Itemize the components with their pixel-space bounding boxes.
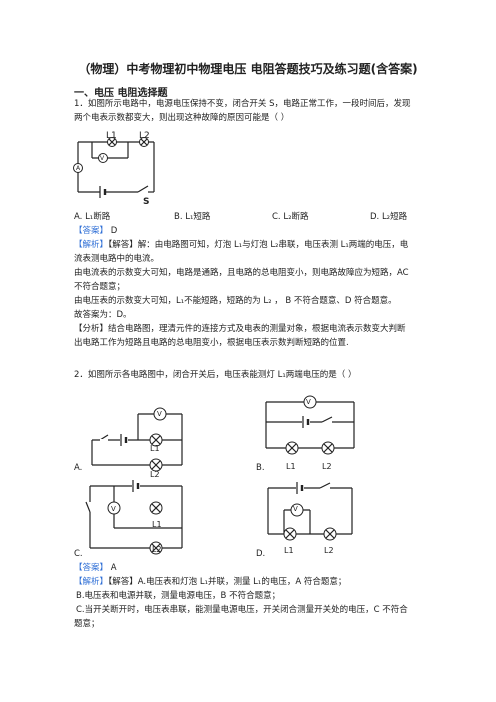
q1-text-line1: 1．如图所示电路中，电源电压保持不变，闭合开关 S，电路正常工作，一段时间后，发… <box>74 99 411 109</box>
q1-option-c: C. L₂断路 <box>272 212 309 222</box>
q2-circuit-c <box>85 480 183 555</box>
q2c-voltmeter-label: V <box>111 505 116 513</box>
q2-label-a: A. <box>74 463 83 473</box>
q2d-l2-label: L2 <box>324 546 334 555</box>
q2d-voltmeter-label: V <box>293 505 298 513</box>
q1-circuit-diagram <box>73 137 155 198</box>
q2-answer: 【答案】 A <box>74 562 117 575</box>
q2a-voltmeter-label: V <box>157 410 162 418</box>
q1-analysis-tag: 【解析】 <box>74 240 109 250</box>
q1-answer-value: D <box>110 226 118 236</box>
q1-option-a: A. L₁断路 <box>74 212 111 222</box>
q1-analysis-line-3: 由电流表的示数变大可知，电路是通路，且电路的总电阻变小，则电路故障应为短路，AC <box>74 268 409 278</box>
q1-answer-tag: 【答案】 <box>74 226 109 236</box>
q2b-l2-label: L2 <box>322 462 332 471</box>
q1-analysis-line-4: 不符合题意； <box>74 282 126 292</box>
q1-analysis-line-7: 【分析】结合电路图，理清元件的连接方式及电表的测量对象，根据电流表示数变大判断 <box>74 324 406 334</box>
q2-answer-value: A <box>110 563 117 573</box>
q1-ammeter-label: A <box>76 165 81 172</box>
q2-text-line1: 2．如图所示各电路图中，闭合开关后，电压表能测灯 L₁两端电压的是（ ） <box>74 370 357 380</box>
q1-analysis-line-2: 流表测电路中的电流。 <box>74 254 160 264</box>
q2-analysis-line-1: 【解析】【解答】A.电压表和灯泡 L₁并联，测量 L₁的电压，A 符合题意； <box>74 577 347 587</box>
q2c-l1-label: L1 <box>152 520 162 529</box>
q1-analysis-line-1: 【解析】【解答】解：由电路图可知，灯泡 L₁与灯泡 L₂串联，电压表测 L₁两端… <box>74 240 409 250</box>
q2-circuit-a <box>91 407 183 472</box>
q2-analysis-line-2: B.电压表和电源并联，测量电源电压，B 不符合题意； <box>76 591 281 601</box>
q2c-l2-label: L2 <box>152 545 162 554</box>
q2-circuit-d <box>267 482 353 541</box>
q2-label-c: C. <box>74 549 83 559</box>
q2d-l1-label: L1 <box>284 546 294 555</box>
q2-analysis-line-4: 题意； <box>74 619 100 629</box>
q1-voltmeter-label: V <box>100 155 105 162</box>
q2b-voltmeter-label: V <box>306 398 311 406</box>
q1-label-l2: L2 <box>139 131 150 141</box>
q2a-l2-label: L2 <box>150 470 160 479</box>
q1-answer: 【答案】 D <box>74 225 117 238</box>
q1-option-b: B. L₁短路 <box>174 212 211 222</box>
q1-label-l1: L1 <box>106 131 117 141</box>
q2-analysis-tag: 【解析】 <box>74 577 109 587</box>
page-title: （物理）中考物理初中物理电压 电阻答题技巧及练习题(含答案) <box>78 62 418 76</box>
q2-label-d: D. <box>256 549 266 559</box>
q2-analysis-line-3: C.当开关断开时，电压表串联，能测量电源电压，开关闭合测量开关处的电压，C 不符… <box>76 605 408 615</box>
q2-label-b: B. <box>256 463 265 473</box>
section-heading: 一、电压 电阻选择题 <box>74 88 168 99</box>
q1-analysis-line-6: 故答案为：D。 <box>74 310 132 320</box>
q1-switch-label: S <box>143 197 150 207</box>
q2-answer-tag: 【答案】 <box>74 563 109 573</box>
q1-option-d: D. L₂短路 <box>370 212 408 222</box>
q2b-l1-label: L1 <box>286 462 296 471</box>
q1-text-line2: 两个电表示数都变大，则出现这种故障的原因可能是（ ） <box>74 113 290 123</box>
q1-analysis-line-5: 由电压表的示数变大可知，L₁不能短路，短路的为 L₂ ， B 不符合题意、D 符… <box>74 296 397 306</box>
q2a-l1-label: L1 <box>150 444 160 453</box>
q1-analysis-line-8: 出电路工作为短路且电路的总电阻变小，根据电压表示数判断短路的位置. <box>74 338 349 348</box>
q2-circuit-b <box>265 395 355 455</box>
